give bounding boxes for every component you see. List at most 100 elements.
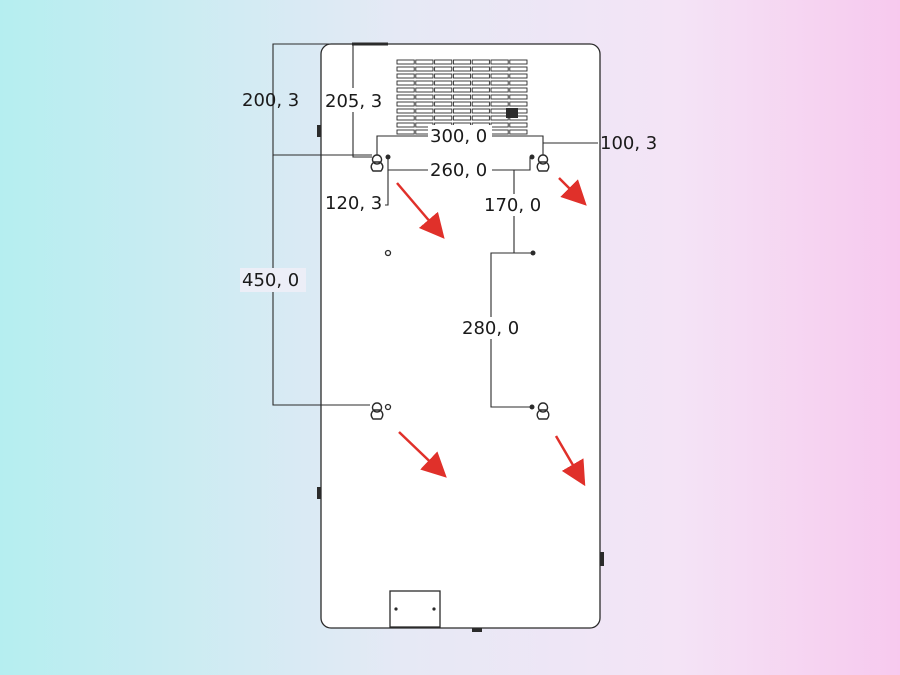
vent-slot bbox=[471, 66, 490, 72]
vent-slot bbox=[471, 80, 490, 86]
vent-slot bbox=[490, 94, 509, 100]
dim-label-300-0: 300, 0 bbox=[430, 126, 487, 147]
keyhole-icon bbox=[536, 154, 550, 172]
label-bg bbox=[323, 193, 385, 215]
bottom-port bbox=[389, 590, 441, 628]
vent-slot bbox=[396, 73, 415, 79]
screw-dot bbox=[384, 403, 392, 411]
vent-slot bbox=[509, 122, 528, 128]
side-tab bbox=[317, 487, 321, 499]
dim-label-260-0: 260, 0 bbox=[430, 160, 487, 181]
keyhole-icon bbox=[536, 402, 550, 420]
vent-slot bbox=[434, 73, 453, 79]
dim-label-170-0: 170, 0 bbox=[484, 195, 541, 216]
screw-dot bbox=[529, 404, 535, 410]
vent-slot bbox=[452, 80, 472, 86]
vent-slot bbox=[509, 87, 528, 93]
vent-slot bbox=[415, 59, 434, 65]
vent-slot bbox=[396, 101, 415, 107]
vent-slot bbox=[509, 129, 528, 135]
dim-label-120-3: 120, 3 bbox=[325, 193, 382, 214]
vent-slot bbox=[452, 101, 472, 107]
vent-slot bbox=[509, 66, 528, 72]
dim-label-100-3: 100, 3 bbox=[600, 133, 657, 154]
vent-slot bbox=[490, 122, 509, 128]
vent-slot bbox=[490, 129, 509, 135]
vent-slot bbox=[471, 73, 490, 79]
vent-slot bbox=[509, 80, 528, 86]
vent-slot bbox=[490, 66, 509, 72]
vent-slot bbox=[396, 80, 415, 86]
vent-slot bbox=[509, 59, 528, 65]
vent-slot bbox=[396, 129, 415, 135]
red-arrow-icon bbox=[398, 431, 447, 478]
vent-slot bbox=[490, 108, 509, 114]
vent-slot bbox=[415, 94, 434, 100]
vent-slot bbox=[490, 87, 509, 93]
screw-dot bbox=[385, 154, 391, 160]
vent-slot bbox=[452, 87, 472, 93]
label-bg bbox=[482, 194, 548, 216]
red-arrow-icon bbox=[554, 435, 586, 487]
red-arrow-icon bbox=[558, 177, 587, 206]
vent-slot bbox=[396, 108, 415, 114]
vent-slot bbox=[415, 101, 434, 107]
screw-dot bbox=[529, 154, 535, 160]
side-tab bbox=[317, 125, 321, 137]
bottom-tab bbox=[472, 628, 482, 632]
vent-slot bbox=[434, 101, 453, 107]
vent-slot bbox=[396, 59, 415, 65]
keyhole-icon bbox=[370, 154, 384, 172]
dim-label-200-3: 200, 3 bbox=[242, 90, 299, 111]
vent-slot bbox=[452, 115, 472, 121]
screw-dot bbox=[530, 250, 536, 256]
vent-slot bbox=[396, 115, 415, 121]
vent-slot bbox=[490, 73, 509, 79]
vent-slot bbox=[434, 80, 453, 86]
vent-slot bbox=[434, 115, 453, 121]
vent-slot bbox=[434, 66, 453, 72]
vent-grille-icon bbox=[396, 59, 528, 135]
label-bg bbox=[240, 268, 306, 292]
label-bg bbox=[428, 125, 492, 147]
vent-slot bbox=[452, 108, 472, 114]
vent-slot bbox=[434, 59, 453, 65]
vent-slot bbox=[434, 87, 453, 93]
vent-slot bbox=[415, 80, 434, 86]
vent-slot bbox=[471, 87, 490, 93]
vent-slot bbox=[452, 59, 472, 65]
vent-slot bbox=[452, 73, 472, 79]
vent-slot bbox=[490, 101, 509, 107]
vent-slot bbox=[471, 101, 490, 107]
vent-slot bbox=[471, 59, 490, 65]
label-bg bbox=[460, 317, 524, 339]
dim-label-450-0: 450, 0 bbox=[242, 270, 299, 291]
vent-slot bbox=[396, 122, 415, 128]
vent-slot bbox=[415, 115, 434, 121]
dim-label-205-3: 205, 3 bbox=[325, 91, 382, 112]
side-tab bbox=[600, 552, 604, 566]
vent-slot bbox=[415, 87, 434, 93]
vent-label-mark bbox=[506, 108, 518, 118]
vent-slot bbox=[396, 66, 415, 72]
vent-slot bbox=[509, 73, 528, 79]
keyhole-icon bbox=[370, 402, 384, 420]
vent-slot bbox=[415, 73, 434, 79]
vent-slot bbox=[490, 80, 509, 86]
vent-slot bbox=[415, 66, 434, 72]
vent-slot bbox=[434, 94, 453, 100]
vent-slot bbox=[452, 94, 472, 100]
screw-dot bbox=[384, 249, 392, 257]
dim-label-280-0: 280, 0 bbox=[462, 318, 519, 339]
vent-slot bbox=[490, 59, 509, 65]
vent-slot bbox=[471, 108, 490, 114]
label-bg bbox=[428, 159, 492, 181]
vent-slot bbox=[471, 115, 490, 121]
vent-slot bbox=[509, 94, 528, 100]
vent-slot bbox=[490, 115, 509, 121]
vent-slot bbox=[434, 108, 453, 114]
vent-slot bbox=[396, 87, 415, 93]
red-arrow-icon bbox=[396, 182, 445, 239]
label-bg bbox=[324, 88, 386, 112]
